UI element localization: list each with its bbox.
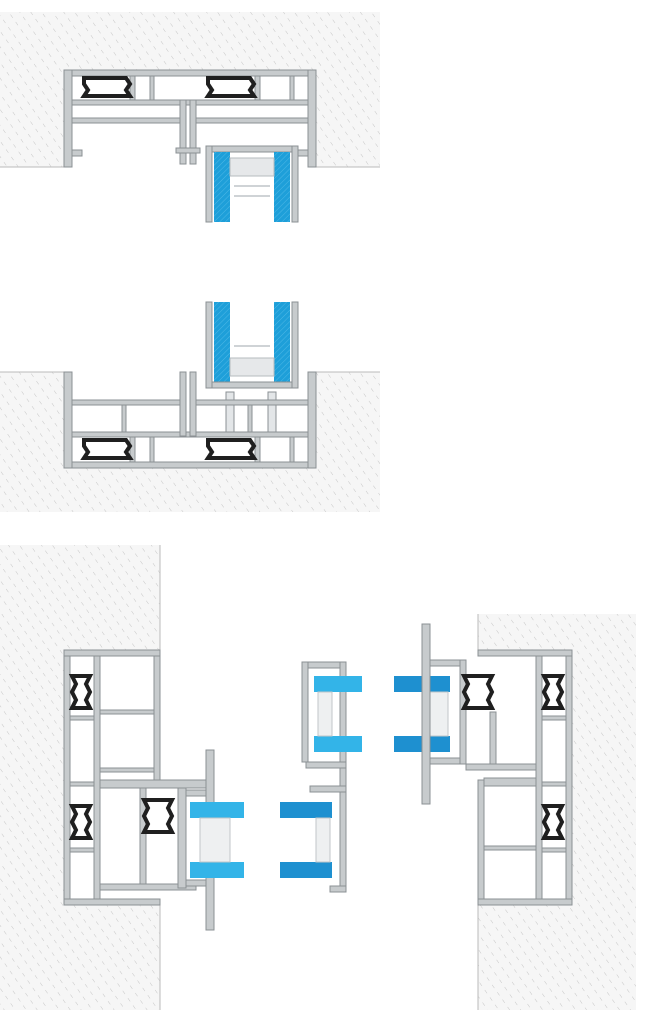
- glass-unit-head: [214, 152, 290, 222]
- glass-unit-jamb-center-upper: [314, 676, 362, 752]
- sash-profile-head: [205, 145, 299, 223]
- sash-profile-jamb-right: [421, 623, 461, 805]
- head-section: [0, 12, 380, 223]
- wall-jamb-right: [478, 614, 636, 1010]
- glass-unit-sill: [214, 302, 290, 382]
- glass-unit-jamb-left: [190, 802, 244, 878]
- wall-head: [0, 12, 380, 167]
- sill-section: [0, 301, 380, 512]
- frame-profile-sill: [63, 371, 317, 469]
- thermal-break-jamb-left: [68, 674, 176, 840]
- frame-profile-head: [63, 69, 317, 168]
- frame-profile-jamb-right: [459, 649, 573, 906]
- jamb-section: [0, 545, 636, 1010]
- thermal-break-sill: [80, 438, 258, 460]
- sash-profile-jamb-center: [301, 661, 347, 893]
- thermal-break-head: [80, 76, 258, 98]
- frame-profile-jamb-left: [63, 649, 211, 906]
- glass-unit-jamb-center: [280, 802, 332, 878]
- wall-sill: [0, 372, 380, 512]
- thermal-break-jamb-right: [460, 674, 566, 840]
- wall-jamb-left: [0, 545, 160, 1010]
